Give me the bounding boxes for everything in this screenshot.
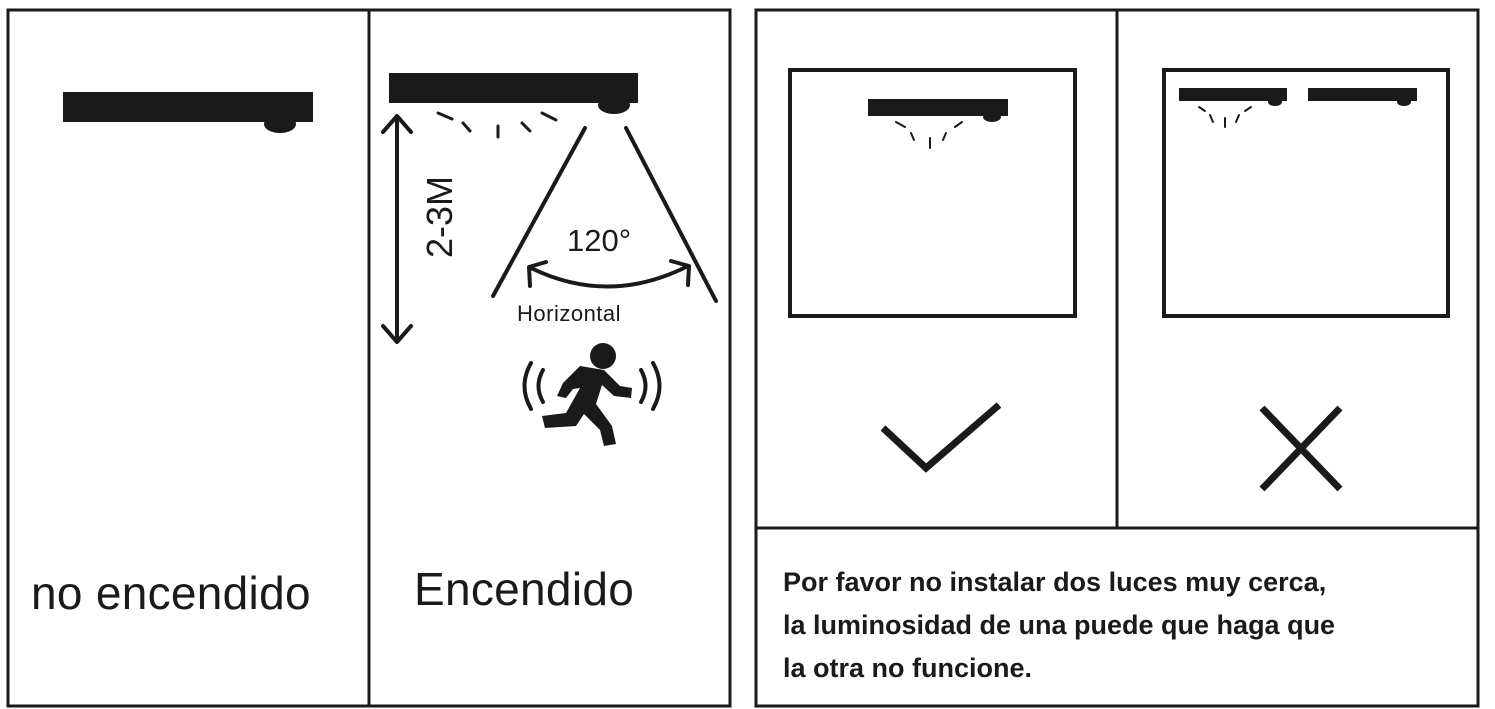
room-two-lamps [1162,68,1450,318]
install-warning-note: Por favor no instalar dos luces muy cerc… [783,561,1473,690]
light-rays-icon [436,111,558,139]
angle-label: 120° [567,223,632,258]
height-label: 2-3M [419,175,460,258]
lamp-on-icon [389,73,638,139]
direction-label: Horizontal [517,301,622,326]
height-arrow-icon [381,114,413,344]
lamp-single-icon [868,99,1008,149]
cross-icon [1259,405,1343,492]
off-caption: no encendido [31,567,311,619]
lamp-pair-icon [1179,88,1417,128]
angle-arc-icon [527,259,691,289]
note-line: Por favor no instalar dos luces muy cerc… [783,567,1327,597]
lamp-off-icon [63,92,313,133]
room-single-lamp [788,68,1077,318]
motion-person-icon [522,343,662,446]
note-line: la otra no funcione. [783,653,1033,683]
checkmark-icon [880,402,1002,473]
detection-cone-icon [491,126,718,303]
note-line: la luminosidad de una puede que haga que [783,610,1336,640]
on-caption: Encendido [414,563,635,615]
